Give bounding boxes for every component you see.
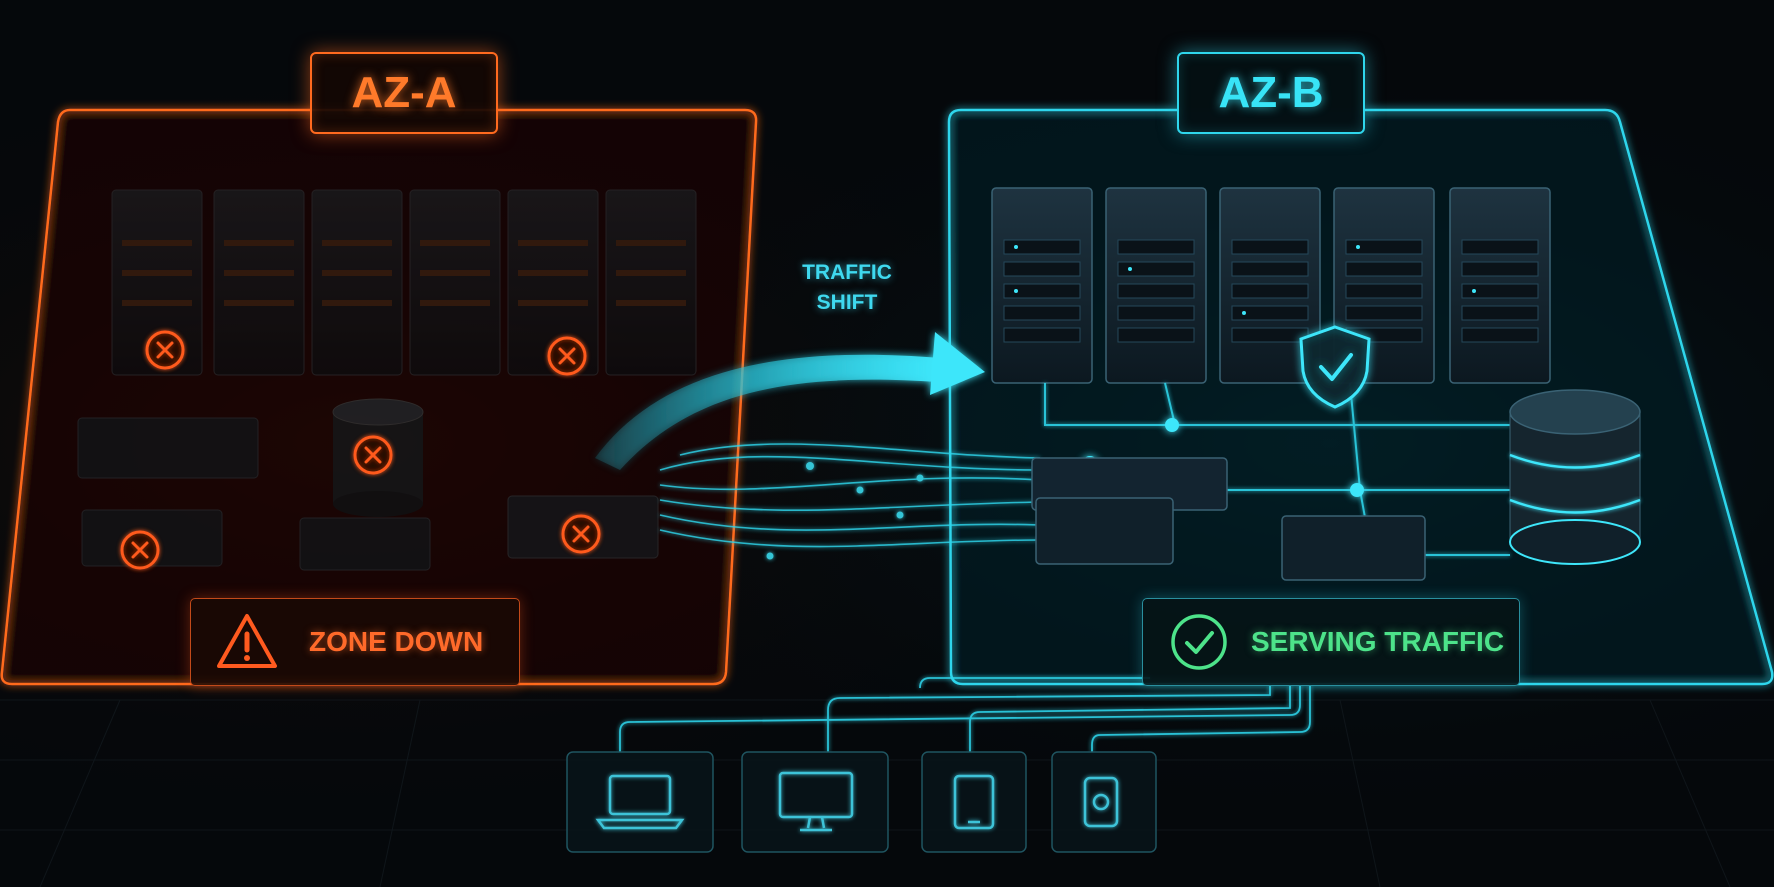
az-b-title: AZ-B: [1177, 52, 1365, 134]
traffic-shift-line-1: TRAFFIC: [802, 258, 892, 288]
network-switch: [78, 418, 258, 478]
server-rack: [1106, 188, 1206, 383]
traffic-shift-line-2: SHIFT: [817, 288, 878, 318]
client-card: [1052, 752, 1156, 852]
server-rack: [1450, 188, 1550, 383]
database-cylinder: [1510, 390, 1640, 564]
x-circle-icon: [122, 532, 158, 568]
client-card: [567, 752, 713, 852]
az-b-server-racks: [992, 188, 1550, 383]
server-rack: [410, 190, 500, 375]
warning-triangle-icon: [215, 612, 279, 672]
client-devices: [567, 752, 1156, 852]
server-rack: [312, 190, 402, 375]
x-circle-icon: [563, 516, 599, 552]
server-rack: [606, 190, 696, 375]
client-card: [742, 752, 888, 852]
zone-down-badge: ZONE DOWN: [190, 598, 520, 686]
az-a-title: AZ-A: [310, 52, 498, 134]
serving-traffic-text: SERVING TRAFFIC: [1251, 626, 1504, 658]
x-circle-icon: [355, 437, 391, 473]
server-rack: [992, 188, 1092, 383]
network-switch: [300, 518, 430, 570]
x-circle-icon: [549, 338, 585, 374]
client-card: [922, 752, 1026, 852]
network-switch: [1036, 498, 1173, 564]
network-switch: [1282, 516, 1425, 580]
traffic-shift-label: TRAFFIC SHIFT: [772, 256, 922, 320]
zone-down-text: ZONE DOWN: [309, 626, 483, 658]
x-circle-icon: [147, 332, 183, 368]
serving-traffic-badge: SERVING TRAFFIC: [1142, 598, 1520, 686]
server-rack: [214, 190, 304, 375]
check-circle-icon: [1169, 612, 1229, 672]
